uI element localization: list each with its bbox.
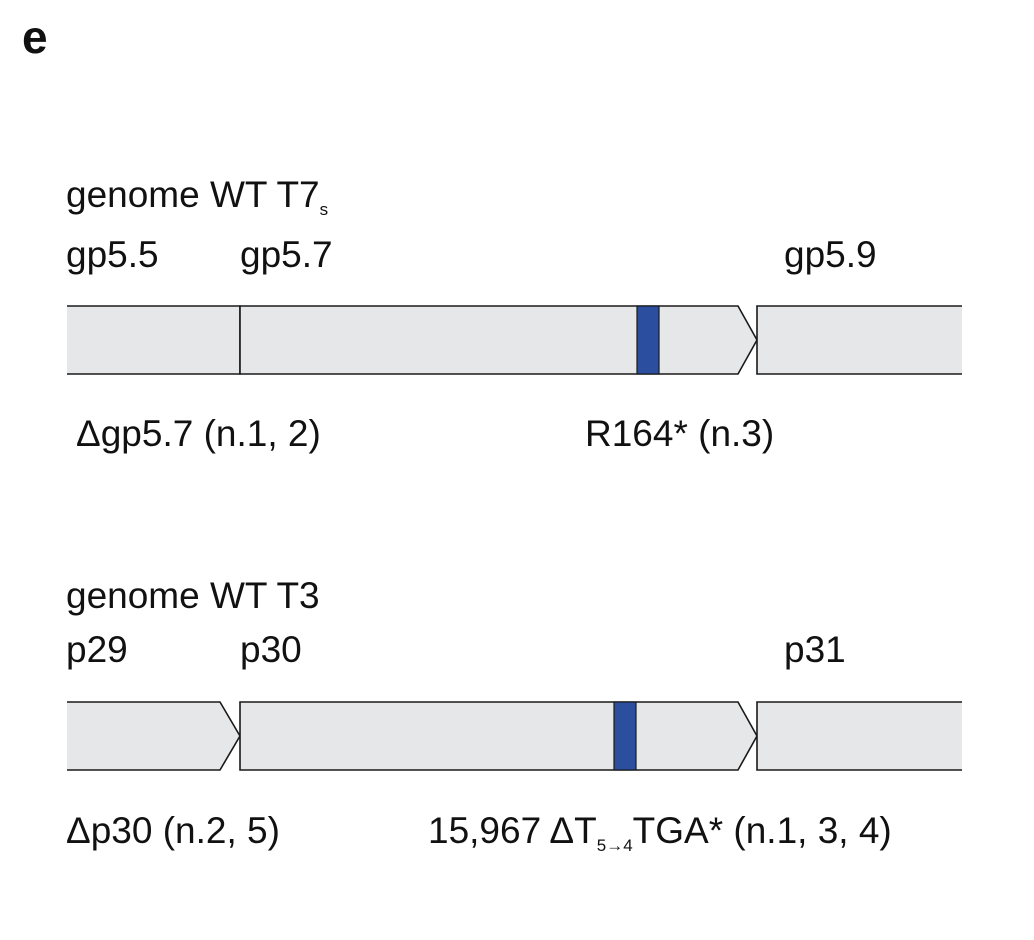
gene-label-gp5-7: gp5.7 [240,234,333,275]
mutation-label-r164: R164* (n.3) [585,413,775,454]
gene-label-gp5-5: gp5.5 [66,234,159,275]
gene-label-p29: p29 [66,629,128,670]
track-title-t3: genome WT T3 [66,575,320,616]
mutation-mark-r164 [636,305,660,375]
t7-subscript: s [319,200,329,219]
gene-label-p30: p30 [240,629,302,670]
gene-p31-outline [756,701,962,771]
gene-label-gp5-9: gp5.9 [784,234,877,275]
gene-gp5-9-block [757,306,962,374]
gene-gp5-9-outline [756,305,962,375]
mutation-label-delta-p30: Δp30 (n.2, 5) [66,810,280,851]
mutation-mark-15967 [613,701,637,771]
t3-track [67,701,962,771]
gene-p29-block [67,702,240,770]
gene-p31-block [757,702,962,770]
gene-p30-arrow [239,701,758,771]
panel-label: e [22,11,48,63]
mutation-label-delta-gp5-7: Δgp5.7 (n.1, 2) [76,413,321,454]
track-title-t7: genome WT T7s [66,174,329,219]
t-subscript: 5→4 [596,836,633,855]
t7-track [67,305,962,375]
gene-label-p31: p31 [784,629,846,670]
gene-gp5-7-arrow [239,305,758,375]
mutation-label-15967: 15,967 ΔT5→4TGA* (n.1, 3, 4) [428,810,892,855]
gene-gp5-5-block [67,306,240,374]
